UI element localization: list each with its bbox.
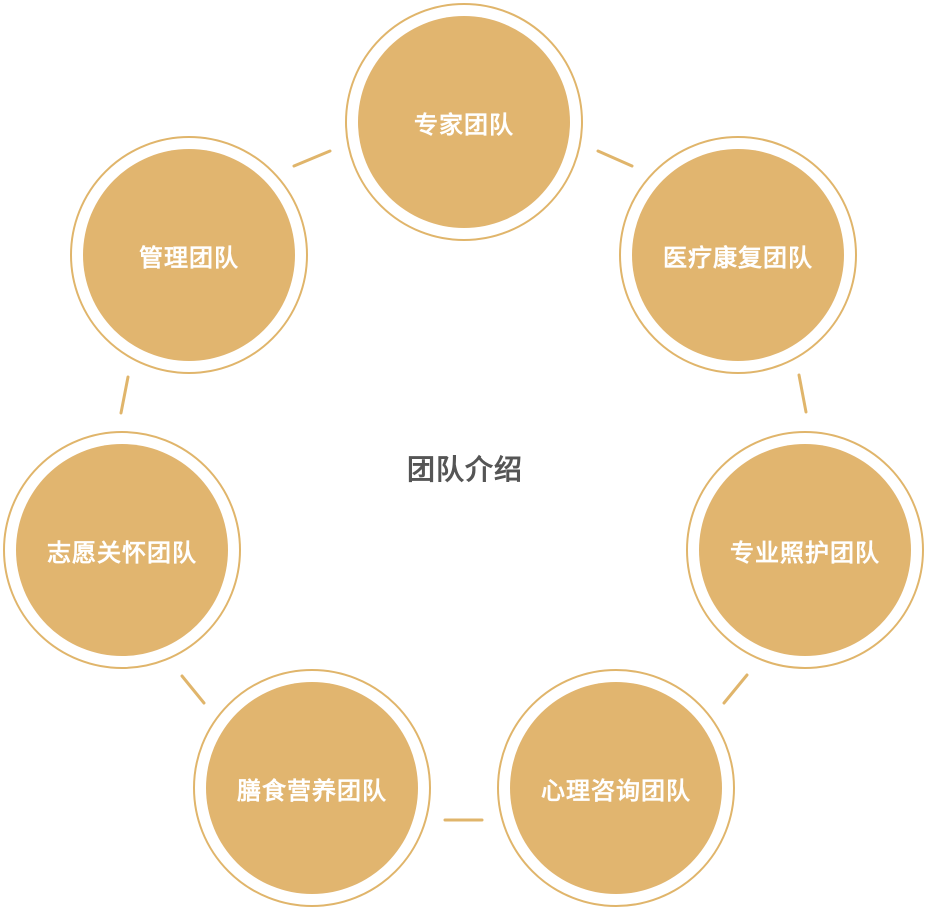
connector-nutrition-volunteer [180,674,206,705]
node-psych-team-label: 心理咨询团队 [541,776,691,805]
connector-rehab-nursing [797,373,808,414]
node-nursing-team-disc: 专业照护团队 [699,444,911,656]
node-nutrition-team-label: 膳食营养团队 [237,776,387,805]
node-expert-team-disc: 专家团队 [358,16,570,228]
node-volunteer-team[interactable]: 志愿关怀团队 [3,431,241,669]
connector-volunteer-management [119,375,130,415]
node-nutrition-team-disc: 膳食营养团队 [206,682,418,894]
center-title: 团队介绍 [406,453,523,486]
node-psych-team[interactable]: 心理咨询团队 [497,669,735,907]
connector-expert-rehab [596,149,634,168]
connector-management-expert [292,149,332,168]
node-volunteer-team-disc: 志愿关怀团队 [16,444,228,656]
node-psych-team-disc: 心理咨询团队 [510,682,722,894]
node-management-team[interactable]: 管理团队 [70,136,308,374]
node-management-team-disc: 管理团队 [83,149,295,361]
node-expert-team[interactable]: 专家团队 [345,3,583,241]
node-expert-team-label: 专家团队 [414,110,514,139]
node-volunteer-team-label: 志愿关怀团队 [47,538,197,567]
node-rehab-team-disc: 医疗康复团队 [632,149,844,361]
connector-nursing-psych [722,673,749,705]
node-management-team-label: 管理团队 [139,243,239,272]
node-nursing-team[interactable]: 专业照护团队 [686,431,924,669]
node-rehab-team-label: 医疗康复团队 [663,243,813,272]
node-nursing-team-label: 专业照护团队 [730,538,880,567]
node-nutrition-team[interactable]: 膳食营养团队 [193,669,431,907]
node-rehab-team[interactable]: 医疗康复团队 [619,136,857,374]
